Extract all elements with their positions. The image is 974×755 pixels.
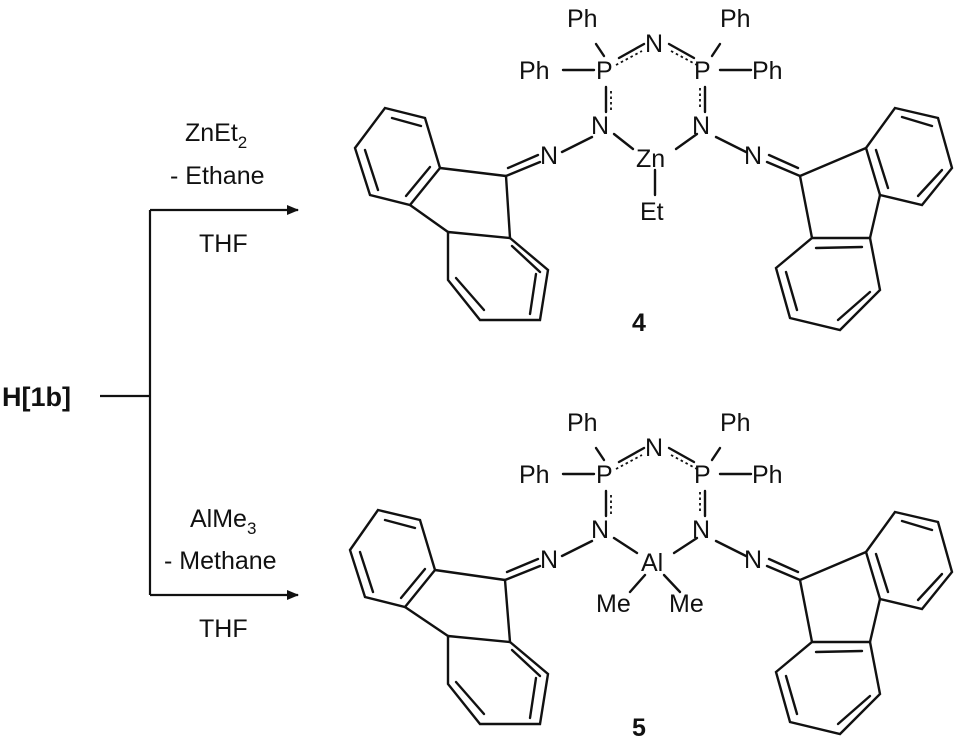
methyl-right-on-al: Me — [669, 590, 704, 618]
ring-n-right-4: N — [692, 112, 710, 140]
c9-bond-upper-right — [798, 146, 868, 178]
p-left-5: P — [596, 461, 613, 489]
biaryl-bond-right — [868, 193, 882, 240]
c9-bond-upper — [438, 166, 508, 178]
ph-upper-right-4: Ph — [720, 5, 751, 33]
imine-n-left-4: N — [540, 142, 558, 170]
starting-material-label: H[1b] — [2, 382, 71, 412]
product-5-structure: N N Ph Ph P N P Ph Ph N Al — [348, 409, 954, 742]
ring-n-left-4: N — [591, 112, 609, 140]
right-lower-benzene-ring-5 — [774, 640, 882, 736]
left-lower-benzene-ring — [446, 230, 550, 322]
conditions-bottom: AlMe3 - Methane THF — [164, 505, 277, 643]
aluminum-atom: Al — [641, 549, 663, 577]
zinc-atom: Zn — [636, 145, 665, 173]
imine-n-right-5: N — [744, 546, 762, 574]
ph-upper-left-4: Ph — [567, 5, 598, 33]
fluorenylidene-right-5 — [765, 510, 954, 736]
n-bridge-5: N — [645, 434, 663, 462]
fluorenylidene-left-5 — [348, 508, 550, 726]
solvent-bottom: THF — [199, 615, 248, 643]
p-n-p-ring-4 — [561, 42, 753, 197]
fluorenylidene-right — [765, 106, 954, 332]
p-n-p-ring-5 — [561, 446, 753, 594]
biaryl-bond — [408, 203, 450, 234]
ph-left-5: Ph — [519, 461, 550, 489]
byproduct-bottom: - Methane — [164, 547, 277, 575]
branch-arrows — [100, 205, 299, 600]
ph-upper-right-5: Ph — [720, 409, 751, 437]
ethyl-on-zinc: Et — [640, 198, 664, 226]
product-4-structure: N N Ph Ph P N P Ph Ph N Zn Et — [353, 5, 954, 337]
ph-left-4: Ph — [519, 57, 550, 85]
p-right-5: P — [694, 461, 711, 489]
reagent-top: ZnEt2 — [185, 119, 247, 152]
methyl-left-on-al: Me — [596, 590, 631, 618]
conditions-top: ZnEt2 - Ethane THF — [170, 119, 265, 258]
fluorenylidene-left — [353, 106, 550, 322]
right-lower-benzene-ring — [774, 236, 882, 332]
left-lower-benzene-ring-5 — [446, 634, 550, 726]
p-left-4: P — [596, 57, 613, 85]
byproduct-top: - Ethane — [170, 162, 265, 190]
ph-upper-left-5: Ph — [567, 409, 598, 437]
ph-right-4: Ph — [752, 57, 783, 85]
imine-n-right-4: N — [744, 142, 762, 170]
compound-number-5: 5 — [632, 714, 646, 742]
compound-number-4: 4 — [632, 309, 646, 337]
imine-n-left-5: N — [540, 546, 558, 574]
ph-right-5: Ph — [752, 461, 783, 489]
reagent-bottom: AlMe3 — [190, 505, 256, 538]
p-right-4: P — [694, 57, 711, 85]
ring-n-right-5: N — [692, 516, 710, 544]
c-n-double-left — [504, 160, 542, 178]
solvent-top: THF — [199, 230, 248, 258]
ring-n-left-5: N — [591, 516, 609, 544]
n-bridge-4: N — [645, 30, 663, 58]
